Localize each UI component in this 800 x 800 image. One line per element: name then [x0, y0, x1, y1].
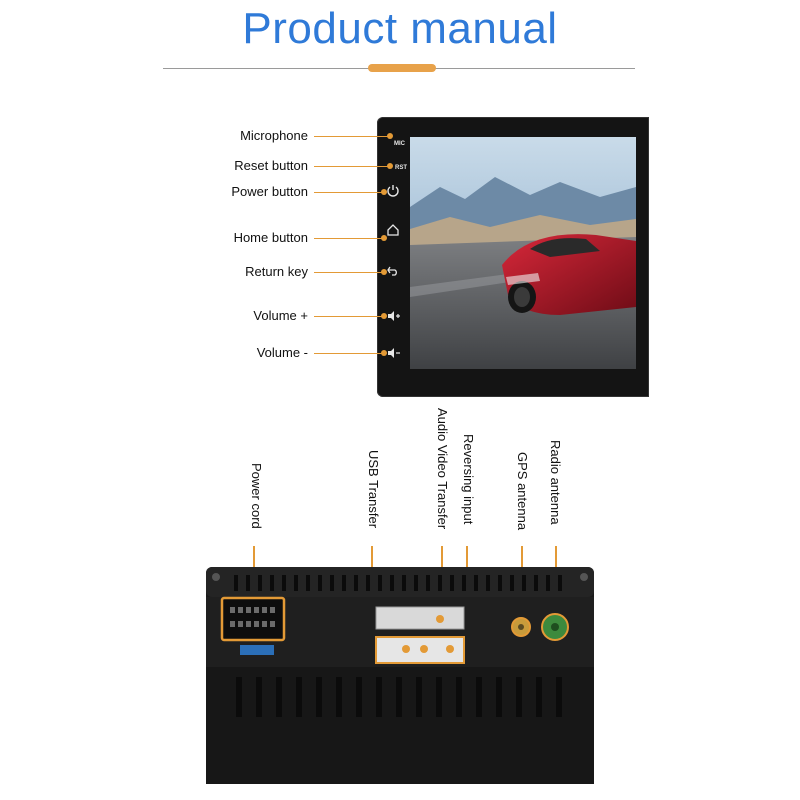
callout-power-button: Power button — [231, 184, 308, 199]
callout-usb-transfer: USB Transfer — [366, 450, 381, 529]
leader-dot-return — [381, 269, 387, 275]
leader-microphone — [314, 136, 390, 137]
home-icon[interactable] — [386, 223, 400, 237]
leader-return — [314, 272, 384, 273]
callout-radio-antenna: Radio antenna — [548, 440, 563, 525]
volume-up-icon[interactable] — [386, 309, 400, 323]
leader-dot-microphone — [387, 133, 393, 139]
callout-audio-video-transfer: Audio Video Transfer — [435, 408, 450, 530]
display-screen — [410, 137, 636, 369]
leader-power — [314, 192, 384, 193]
leader-home — [314, 238, 384, 239]
leader-volume-up — [314, 316, 384, 317]
title-divider-accent — [368, 64, 436, 72]
leader-dot-volume-up — [381, 313, 387, 319]
leader-dot-home — [381, 235, 387, 241]
callout-return-key: Return key — [245, 264, 308, 279]
leader-volume-down — [314, 353, 384, 354]
return-icon[interactable] — [386, 263, 400, 277]
mic-label: MIC — [394, 141, 405, 147]
power-icon[interactable] — [386, 183, 400, 197]
callout-reversing-input: Reversing input — [461, 434, 476, 525]
head-unit-rear — [206, 567, 594, 784]
leader-reset — [314, 166, 390, 167]
rst-label: RST — [395, 165, 407, 171]
page-title: Product manual — [242, 4, 558, 53]
leader-dot-power — [381, 189, 387, 195]
callout-reset-button: Reset button — [234, 158, 308, 173]
volume-down-icon[interactable] — [386, 346, 400, 360]
callout-microphone: Microphone — [240, 128, 308, 143]
callout-gps-antenna: GPS antenna — [515, 452, 530, 531]
car-photo — [410, 137, 636, 369]
callout-volume-up: Volume + — [253, 308, 308, 323]
leader-dot-volume-down — [381, 350, 387, 356]
leader-dot-reset — [387, 163, 393, 169]
callout-home-button: Home button — [233, 230, 308, 245]
callout-power-cord: Power cord — [249, 463, 264, 529]
callout-volume-down: Volume - — [256, 345, 308, 360]
